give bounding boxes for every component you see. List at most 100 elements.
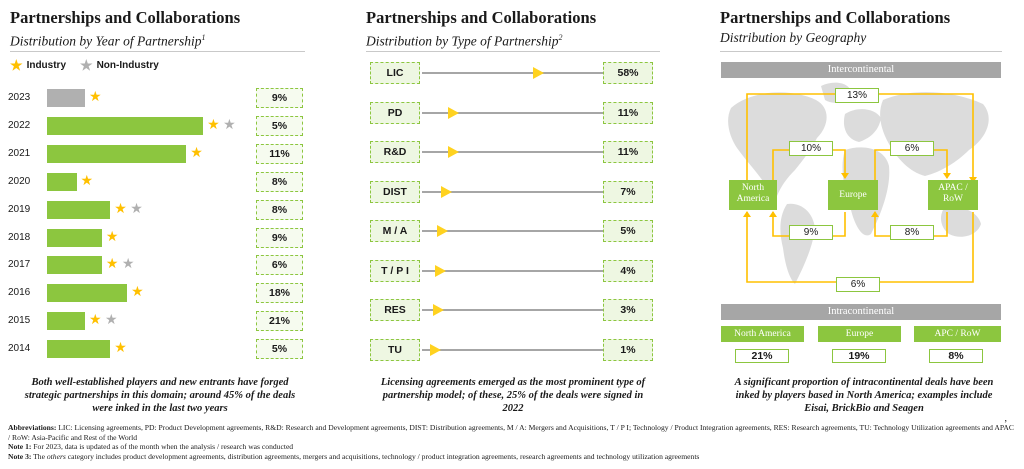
type-panel-title: Partnerships and Collaborations [366, 8, 597, 27]
footnote-note1-label: Note 1: [8, 442, 32, 452]
year-bar [47, 284, 128, 303]
type-marker-icon [435, 264, 447, 277]
year-label: 2023 [8, 92, 31, 103]
flow-arrows [743, 173, 977, 217]
intra-label-europe: Europe [818, 326, 901, 342]
type-label: M / A [370, 220, 420, 242]
industry-star-icon: ★ [105, 257, 119, 273]
year-value-label: 5% [256, 115, 303, 136]
map-europe [843, 109, 881, 142]
year-bar [47, 172, 77, 191]
industry-star-icon: ★ [80, 173, 94, 189]
industry-star-icon: ★ [207, 117, 220, 133]
type-caption-line: Licensing agreements emerged as the most… [380, 377, 646, 388]
year-label: 2019 [8, 203, 31, 215]
footnote-note3-post: category includes product development ag… [65, 451, 700, 461]
legend-non-industry: ★ Non-Industry [80, 57, 159, 73]
year-value-label: 8% [256, 171, 303, 192]
year-label: 2021 [8, 147, 31, 159]
type-label: TU [370, 338, 420, 361]
intracontinental-band: Intracontinental [721, 304, 1001, 320]
flow-na-apac-pct: 13% [835, 88, 879, 103]
year-value-label: 6% [256, 255, 303, 276]
arrow-icon [943, 173, 951, 179]
non-industry-star-icon: ★ [130, 201, 143, 217]
type-marker-icon [437, 225, 449, 237]
geo-caption-line: Eisai, BrickBio and Seagen [804, 403, 924, 414]
year-label: 2014 [8, 343, 31, 355]
type-value-label: 4% [603, 259, 653, 282]
year-panel-subtitle: Distribution by Year of Partnership1 [10, 29, 240, 50]
industry-star-icon: ★ [190, 145, 203, 161]
year-bar [47, 89, 85, 107]
year-value-label: 18% [256, 283, 303, 304]
year-subtitle-text: Distribution by Year of Partnership [10, 33, 202, 49]
year-label: 2015 [8, 315, 31, 327]
intra-value-north-america: 21% [735, 349, 789, 363]
year-bar [47, 144, 187, 163]
non-industry-star-icon: ★ [80, 57, 93, 73]
non-industry-star-icon: ★ [223, 117, 236, 133]
map-south-america [780, 203, 815, 284]
type-value-label: 3% [603, 299, 653, 321]
footnote-note3-label: Note 3: [8, 451, 32, 461]
type-panel-rule [366, 51, 660, 52]
year-label: 2022 [8, 119, 31, 131]
year-value-label: 11% [256, 143, 303, 164]
type-value-label: 58% [603, 62, 653, 84]
year-bar [47, 312, 85, 331]
type-value-label: 1% [603, 338, 653, 361]
footnote-note1: Note 1: For 2023, data is updated as of … [8, 442, 1016, 452]
intra-label-apac-row: APC / RoW [914, 326, 1001, 342]
type-subtitle-text: Distribution by Type of Partnership [366, 33, 559, 49]
footnote-abbr-text: LIC: Licensing agreements, PD: Product D… [8, 423, 1014, 442]
geo-panel-subtitle: Distribution by Geography [720, 30, 867, 45]
type-caption-line: partnership model; of these, 25% of the … [382, 390, 644, 401]
type-subtitle-sup: 2 [558, 33, 563, 42]
year-bar [47, 340, 111, 359]
type-label: T / P I [370, 259, 420, 282]
year-caption-line: Both well-established players and new en… [31, 377, 289, 388]
type-track [422, 230, 603, 232]
year-legend: ★ Industry ★ Non-Industry [10, 57, 173, 73]
year-value-label: 9% [256, 88, 303, 108]
footnote-abbreviations: Abbreviations: LIC: Licensing agreements… [8, 423, 1016, 442]
type-value-label: 11% [603, 101, 653, 124]
geo-caption: A significant proportion of intracontine… [718, 376, 1010, 415]
type-caption-line: 2022 [502, 403, 524, 414]
industry-star-icon: ★ [88, 90, 102, 105]
legend-industry-label: Industry [26, 59, 67, 71]
type-track [422, 72, 603, 74]
flow-eu-na-pct: 9% [789, 225, 833, 240]
intra-value-europe: 19% [832, 349, 886, 363]
year-value-label: 8% [256, 199, 303, 220]
region-apac-row: APAC / RoW [928, 180, 978, 210]
year-bar [47, 256, 102, 275]
arrow-icon [769, 211, 777, 217]
year-bar [47, 200, 111, 219]
arrow-icon [841, 173, 849, 179]
region-europe: Europe [828, 180, 878, 210]
map-australia [941, 207, 981, 237]
type-track [422, 151, 603, 153]
year-caption-line: strategic partnerships in this domain; a… [24, 390, 296, 401]
year-caption-line: were inked in the last two years [92, 403, 228, 414]
footnotes: Abbreviations: LIC: Licensing agreements… [8, 423, 1016, 461]
type-value-label: 7% [603, 180, 653, 203]
type-track [422, 348, 603, 351]
industry-star-icon: ★ [131, 285, 144, 301]
year-subtitle-sup: 1 [201, 33, 206, 42]
type-label: DIST [370, 180, 420, 203]
type-marker-icon [429, 343, 441, 356]
type-label: RES [370, 299, 420, 321]
year-bar [47, 116, 204, 135]
type-marker-icon [532, 67, 544, 79]
industry-star-icon: ★ [88, 313, 102, 329]
footnote-note1-text: For 2023, data is updated as of the mont… [31, 442, 294, 452]
arrow-icon [871, 211, 879, 217]
type-panel-subtitle: Distribution by Type of Partnership2 [366, 29, 596, 50]
geo-panel-title: Partnerships and Collaborations [720, 8, 951, 27]
map-north-america [728, 92, 827, 196]
flow-apac-eu-pct: 8% [890, 225, 934, 240]
intercontinental-band: Intercontinental [721, 62, 1001, 78]
